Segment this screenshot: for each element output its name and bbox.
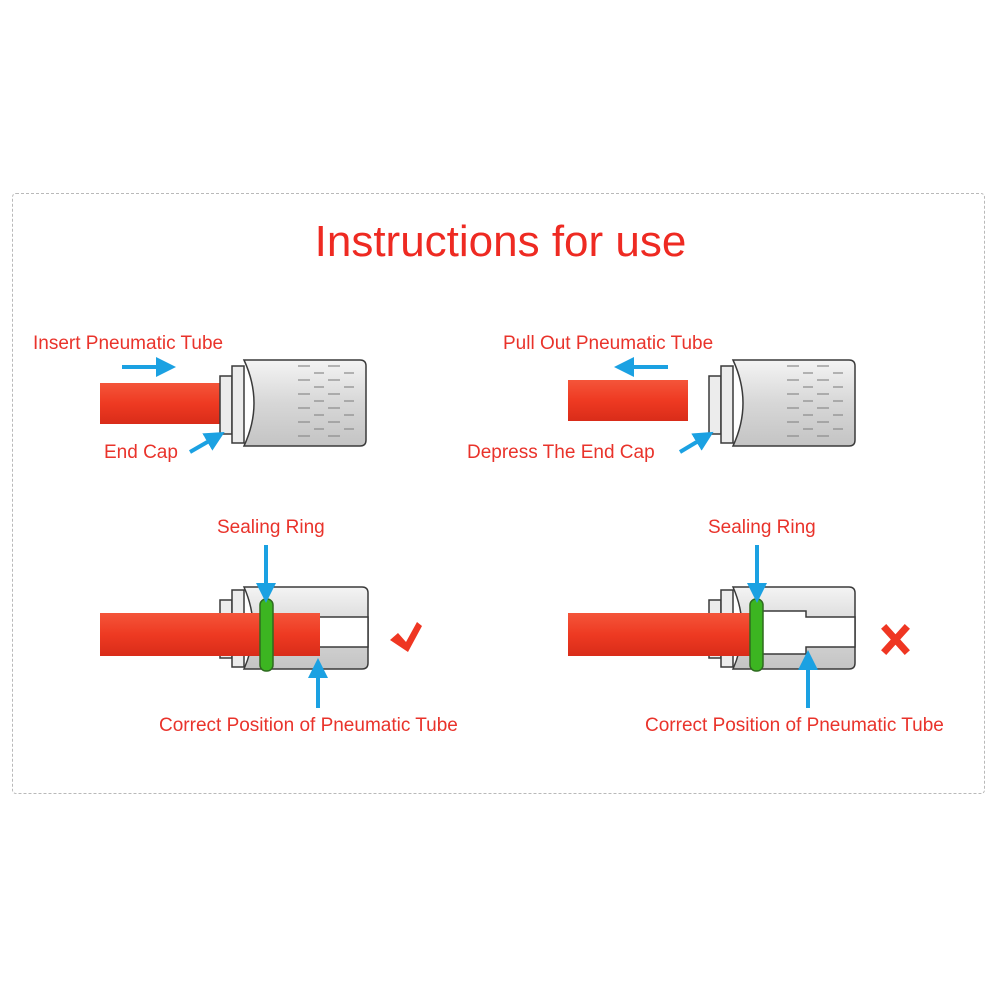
fitting-threads: [298, 365, 354, 437]
end-cap-label: End Cap: [104, 442, 178, 463]
pull-out-tube-label: Pull Out Pneumatic Tube: [503, 333, 714, 354]
incorrect-position-diagram: [568, 545, 910, 708]
correct-position-label: Correct Position of Pneumatic Tube: [159, 715, 458, 736]
depress-end-cap-label: Depress The End Cap: [467, 442, 655, 463]
cross-mark-icon: [881, 624, 910, 655]
pneumatic-tube: [100, 383, 220, 424]
remove-step-diagram: [568, 357, 856, 454]
pneumatic-tube: [568, 380, 688, 421]
sealing-ring-label: Sealing Ring: [217, 517, 325, 538]
incorrect-position-label: Correct Position of Pneumatic Tube: [645, 715, 944, 736]
page-title: Instructions for use: [314, 217, 687, 266]
end-cap-pointer-arrow: [189, 432, 225, 454]
sealing-ring-label: Sealing Ring: [708, 517, 816, 538]
instructions-panel: [12, 193, 985, 794]
insert-tube-label: Insert Pneumatic Tube: [33, 333, 224, 354]
correct-position-diagram: [100, 545, 422, 708]
fitting-body: [731, 359, 856, 447]
pneumatic-tube: [100, 613, 320, 656]
fitting-bore: [311, 616, 369, 648]
sealing-ring: [749, 598, 764, 672]
end-cap-pointer-arrow: [678, 431, 714, 454]
check-mark-icon: [390, 622, 422, 652]
sealing-ring: [259, 598, 274, 672]
fitting-bore: [755, 610, 856, 655]
pneumatic-tube: [568, 613, 750, 656]
fitting-threads: [787, 365, 843, 437]
end-cap: [708, 365, 734, 444]
end-cap: [219, 365, 245, 444]
insert-step-diagram: [100, 357, 367, 454]
fitting-body: [242, 359, 367, 447]
